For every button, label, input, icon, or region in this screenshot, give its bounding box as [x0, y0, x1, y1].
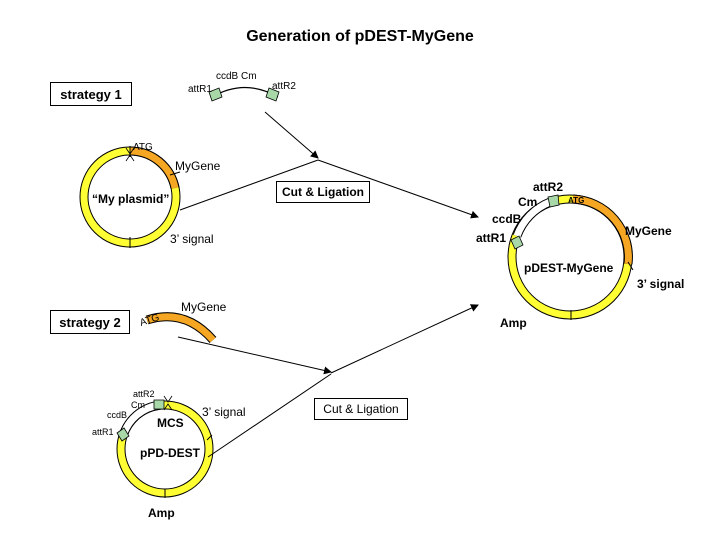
plasmid-name: “My plasmid” [92, 192, 169, 206]
mcs-marker [163, 395, 173, 411]
ppd-amp-label: Amp [148, 506, 175, 520]
ppd-attr1-site [116, 427, 130, 442]
product-attr2-site [547, 194, 560, 208]
product-amp-label: Amp [500, 316, 527, 330]
insert-mygene-segment [145, 313, 216, 343]
insert-mygene-label: MyGene [181, 300, 227, 314]
insert-atg-label: ATG [139, 312, 161, 329]
ppd-dest-plasmid: attR2 Cm ccdB attR1 MCS 3’ signal pPD-DE… [92, 389, 246, 520]
ppd-mcs-label: MCS [157, 416, 184, 430]
attr2-label: attR2 [272, 81, 296, 92]
product-plasmid: attR2 Cm ATG ccdB attR1 MyGene pDEST-MyG… [476, 180, 684, 330]
product-signal-label: 3’ signal [637, 277, 684, 291]
strategy-2-insert: ATG MyGene [139, 300, 227, 344]
atg-label: ATG [133, 142, 153, 153]
strategy-1-step-box: Cut & Ligation [276, 181, 370, 203]
arrow-plasmid-to-join [179, 159, 319, 211]
ppd-cm-label: Cm [131, 400, 145, 410]
product-attr2-label: attR2 [533, 180, 563, 194]
ccdb-cm-label: ccdB Cm [216, 71, 257, 82]
strategy-2-label: strategy 2 [50, 310, 130, 334]
mygene-label: MyGene [175, 159, 221, 173]
strategy-2-step-box: Cut & Ligation [314, 398, 408, 420]
arrow-ppd-to-join [207, 373, 332, 458]
ppd-ccdb-label: ccdB [107, 410, 127, 420]
ppd-attr1-label: attR1 [92, 427, 114, 437]
ppd-plasmid-name: pPD-DEST [140, 446, 201, 460]
attr1-site [208, 87, 223, 102]
product-cm-label: Cm [518, 195, 537, 209]
strategy-1-cassette: ccdB Cm attR1 attR2 [188, 71, 296, 102]
arrow-insert-to-join [177, 336, 332, 375]
product-ccdb-label: ccdB [492, 212, 522, 226]
arrow-strategy-1-to-product [317, 159, 479, 219]
ppd-signal-label: 3’ signal [202, 405, 246, 419]
diagram-title: Generation of pDEST-MyGene [246, 28, 474, 45]
signal-label: 3’ signal [170, 232, 214, 246]
product-atg-label: ATG [568, 196, 584, 205]
arrow-cassette-to-join [264, 111, 319, 159]
restriction-marker [125, 147, 135, 162]
product-mygene-label: MyGene [625, 224, 672, 238]
my-plasmid: ATG MyGene “My plasmid” 3’ signal [79, 142, 221, 248]
product-plasmid-name: pDEST-MyGene [524, 261, 614, 275]
attr1-label: attR1 [188, 84, 212, 95]
ppd-attr2-label: attR2 [133, 389, 155, 399]
arrow-strategy-2-to-product [330, 304, 479, 374]
product-attr1-label: attR1 [476, 231, 506, 245]
ppd-attr2-site [153, 399, 165, 410]
attr2-site [265, 87, 280, 102]
product-attr1-site [510, 235, 524, 250]
strategy-1-label: strategy 1 [50, 82, 132, 106]
